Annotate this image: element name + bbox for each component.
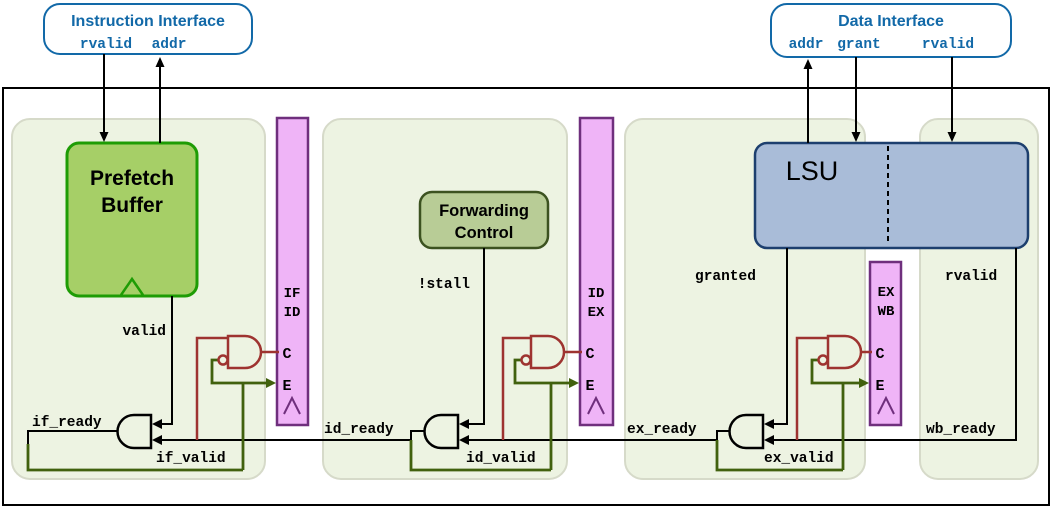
- if-id-enable-label: E: [282, 378, 291, 395]
- arrow-left-icon: [764, 435, 774, 445]
- clear-gate-id: [529, 334, 566, 370]
- wire-enable-if: [210, 358, 266, 385]
- wire-wb-ready-chain: [770, 248, 1017, 441]
- and-gate-if-ready: [116, 413, 153, 450]
- arrow-up-icon: [803, 59, 813, 69]
- data-addr-label: addr: [789, 37, 824, 53]
- lsu-block: [753, 141, 1030, 250]
- wire-id-valid-wrap: [409, 383, 553, 472]
- prefetch-buffer-label-1: Prefetch: [90, 167, 174, 190]
- forwarding-control-label-2: Control: [455, 224, 514, 242]
- wire-enable-id: [513, 358, 569, 385]
- invert-bubble-icon: [817, 354, 829, 366]
- instruction-interface-box: [43, 3, 253, 55]
- if-id-register: [275, 116, 310, 427]
- arrow-right-icon: [266, 378, 276, 388]
- id-valid-label: id_valid: [466, 451, 536, 467]
- data-grant-label: grant: [837, 37, 881, 53]
- arrow-down-icon: [99, 132, 109, 142]
- ex-wb-clear-label: C: [875, 346, 884, 363]
- wire-ex-valid-wrap: [715, 383, 845, 472]
- wire-clear-tap-id: [501, 336, 531, 440]
- if-id-label-row2: ID: [284, 305, 301, 321]
- invert-bubble-icon: [217, 354, 229, 366]
- clock-chevron-icon: [587, 395, 605, 415]
- wire-if-valid-wrap: [26, 383, 245, 472]
- forwarding-control-label-1: Forwarding: [439, 202, 529, 220]
- data-interface-title: Data Interface: [838, 13, 944, 30]
- clear-gate-if: [226, 334, 263, 370]
- if-id-clear-label: C: [282, 346, 291, 363]
- wire-clear-tap-if: [195, 336, 228, 440]
- clock-chevron-icon: [283, 395, 301, 415]
- id-ex-enable-label: E: [585, 378, 594, 395]
- clear-gate-ex: [826, 334, 863, 370]
- arrow-left-icon: [459, 435, 469, 445]
- wire-valid: [158, 296, 173, 425]
- prefetch-buffer-block: [65, 141, 199, 298]
- instruction-interface-title: Instruction Interface: [71, 13, 225, 30]
- arrow-right-icon: [569, 378, 579, 388]
- wire-clear-tap-ex: [795, 336, 828, 440]
- wire-id-ready-chain: [158, 430, 425, 441]
- lsu-label: LSU: [786, 156, 839, 186]
- arrow-right-icon: [859, 378, 869, 388]
- ex-wb-enable-label: E: [875, 378, 884, 395]
- prefetch-buffer-label-2: Buffer: [101, 194, 163, 217]
- granted-label: granted: [695, 269, 756, 285]
- wire-enable-ex: [810, 358, 859, 385]
- and-gate-ex-ready: [728, 413, 765, 450]
- clock-chevron-icon: [119, 276, 145, 296]
- arrow-up-icon: [155, 57, 165, 67]
- ex-wb-label-row1: EX: [878, 285, 895, 301]
- arrow-down-icon: [947, 132, 957, 142]
- ex-wb-label-row2: WB: [878, 304, 895, 320]
- wire-granted: [770, 248, 788, 425]
- valid-label: valid: [122, 324, 166, 340]
- wire-ex-ready-chain: [465, 430, 730, 441]
- invert-bubble-icon: [520, 354, 532, 366]
- wb-ready-label: wb_ready: [926, 422, 996, 438]
- rvalid-label: rvalid: [945, 269, 997, 285]
- arrow-left-icon: [152, 435, 162, 445]
- arrow-left-icon: [459, 419, 469, 429]
- wire-if-ready: [27, 430, 118, 444]
- id-ex-label-row1: ID: [588, 286, 605, 302]
- arrow-left-icon: [764, 419, 774, 429]
- if-id-label-row1: IF: [284, 286, 301, 302]
- clock-chevron-icon: [877, 395, 895, 415]
- id-ready-label: id_ready: [324, 422, 394, 438]
- ex-ready-label: ex_ready: [627, 422, 697, 438]
- ex-valid-label: ex_valid: [764, 451, 834, 467]
- if-valid-label: if_valid: [156, 451, 226, 467]
- arrow-down-icon: [851, 132, 861, 142]
- and-gate-id-ready: [423, 413, 460, 450]
- if-ready-label: if_ready: [32, 415, 102, 431]
- not-stall-label: !stall: [418, 277, 471, 293]
- id-ex-register: [578, 116, 615, 427]
- id-ex-clear-label: C: [585, 346, 594, 363]
- data-rvalid-label: rvalid: [922, 37, 974, 53]
- id-ex-label-row2: EX: [588, 305, 605, 321]
- instr-rvalid-label: rvalid: [80, 37, 132, 53]
- wire-not-stall: [465, 248, 485, 425]
- data-interface-box: [770, 3, 1012, 58]
- instr-addr-label: addr: [152, 37, 187, 53]
- arrow-left-icon: [152, 419, 162, 429]
